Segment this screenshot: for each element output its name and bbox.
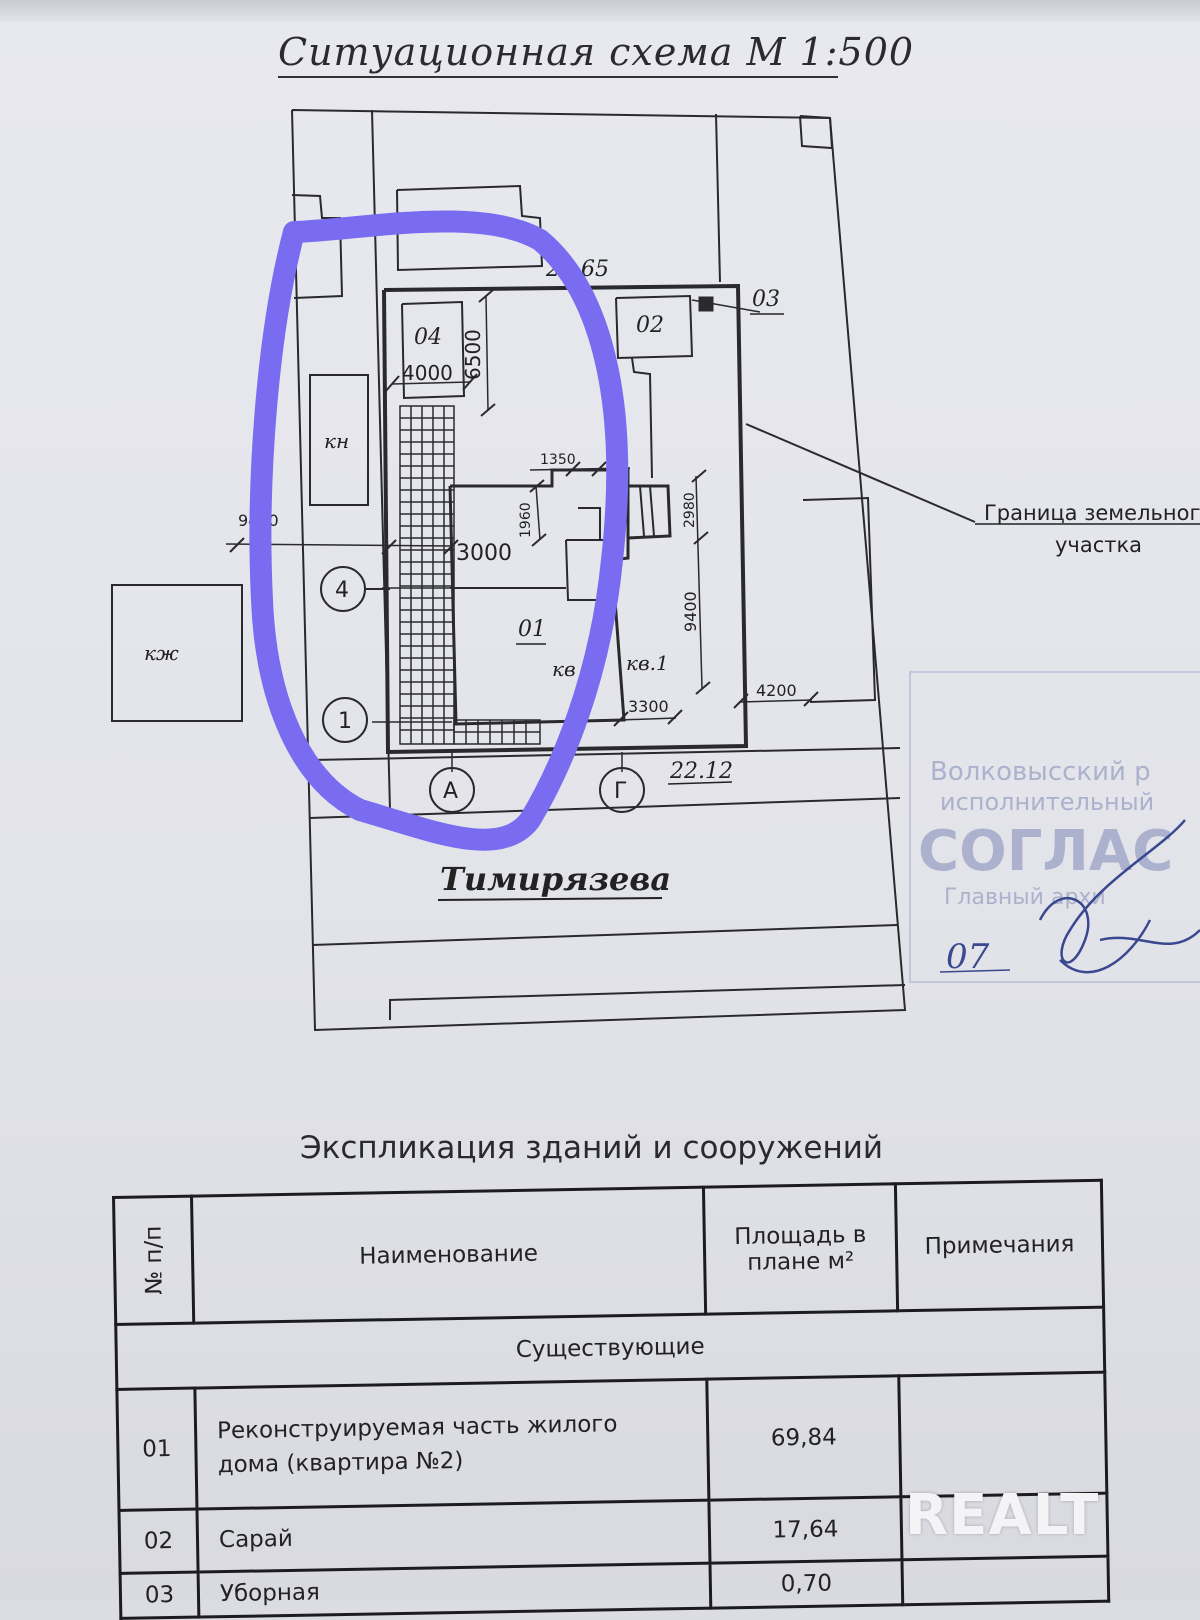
label-kv-partial: кв (552, 657, 576, 681)
axis-marker-a: А (443, 779, 458, 804)
row-name: Сарай (196, 1500, 710, 1573)
label-structure-kzh: кж (144, 641, 179, 665)
neighbor-building (396, 184, 544, 272)
main-plot-boundary (382, 283, 749, 755)
realt-watermark-logo: REALT (905, 1483, 1100, 1548)
row-area: 0,70 (709, 1559, 903, 1609)
street-line (311, 924, 899, 946)
stamp-line-1: Волковысский р (930, 757, 1151, 787)
axis-marker-a-circle (429, 767, 475, 813)
header-area-line1: Площадь в (734, 1221, 867, 1251)
dimension-lines (225, 295, 813, 772)
street-name: Тимирязева (440, 860, 671, 898)
structure-04 (401, 300, 466, 400)
structure-03 (698, 296, 714, 312)
dim-4200: 4200 (756, 681, 797, 700)
dimension-ticks (229, 289, 819, 727)
elevation-underline (667, 781, 733, 785)
signature-scribble (1038, 819, 1200, 974)
row-number: 03 (120, 1572, 199, 1619)
boundary-leader (745, 423, 976, 523)
dim-3000: 3000 (456, 541, 512, 566)
row-notes (898, 1372, 1107, 1497)
axis-marker-1-circle (322, 697, 368, 743)
dim-6500: 6500 (461, 329, 485, 380)
page-fold-shadow (0, 0, 1200, 22)
header-number: № п/п (113, 1196, 194, 1325)
curb-line (389, 984, 906, 1020)
row-number: 01 (116, 1388, 197, 1511)
row-name: Уборная (198, 1563, 711, 1618)
axis-marker-4: 4 (335, 578, 349, 603)
header-name: Наименование (191, 1187, 706, 1324)
structure-02 (615, 294, 694, 360)
label-structure-kn: кн (324, 429, 349, 453)
header-notes: Примечания (895, 1180, 1104, 1311)
house-01-annex (578, 507, 601, 540)
table-header-row: № п/п Наименование Площадь в плане м² Пр… (113, 1180, 1104, 1325)
stepped-outline (291, 194, 344, 299)
corner-box (799, 115, 834, 150)
row-notes (901, 1556, 1109, 1605)
label-kv1: кв.1 (626, 651, 669, 675)
row-name-line2: дома (квартира №2) (217, 1447, 464, 1479)
street-name-underline (437, 897, 663, 901)
row-area: 17,64 (708, 1496, 902, 1564)
label-structure-01: 01 (518, 617, 546, 642)
scheme-title: Ситуационная схема М 1:500 (278, 30, 913, 78)
axis-marker-g: Г (614, 779, 627, 804)
boundary-label-line1: Граница земельного (984, 501, 1200, 525)
plot-line (715, 113, 721, 283)
approval-stamp: Волковысский р исполнительный СОГЛАС Гла… (909, 671, 1200, 983)
house-01-step (627, 484, 672, 540)
row-number: 02 (118, 1509, 199, 1574)
right-plot (802, 496, 877, 703)
axis-marker-1: 1 (338, 709, 352, 734)
shed-connector (631, 357, 653, 479)
stamp-line-3: СОГЛАС (918, 819, 1173, 884)
label-structure-03: 03 (752, 287, 780, 312)
highlight-annotation-loop (249, 210, 629, 851)
stamp-line-4: Главный архи (944, 885, 1106, 910)
grid-line (311, 747, 901, 761)
axis-marker-g-circle (599, 767, 645, 813)
dim-2980: 2980 (682, 492, 698, 528)
structure-kn (309, 374, 369, 506)
label-structure-04: 04 (414, 325, 442, 350)
row-area: 69,84 (706, 1375, 901, 1501)
house-01-step-line (649, 485, 655, 537)
header-area: Площадь в плане м² (703, 1183, 898, 1315)
dim-9400-vertical: 9400 (681, 591, 700, 632)
structure-kzh (111, 584, 243, 722)
paving-grid (399, 405, 541, 745)
header-number-text: № п/п (140, 1225, 168, 1296)
dim-1960: 1960 (518, 502, 534, 538)
site-plan-drawing: 04 02 03 01 кн кж кв.1 кв 21.65 22.12 40… (111, 109, 1200, 1032)
elevation-bottom: 22.12 (669, 759, 733, 784)
dim-4000: 4000 (402, 361, 453, 385)
house-01 (448, 468, 630, 726)
header-area-line2: плане м² (747, 1248, 855, 1276)
house-01-step-line (639, 485, 645, 537)
explication-table: № п/п Наименование Площадь в плане м² Пр… (112, 1179, 1110, 1620)
dim-3300: 3300 (628, 697, 669, 716)
dim-1350: 1350 (540, 452, 576, 468)
neighbor-plot-outline (291, 109, 907, 1032)
explication-title: Экспликация зданий и сооружений (300, 1130, 884, 1166)
stamp-line-2: исполнительный (940, 788, 1154, 816)
row-name: Реконструируемая часть жилого дома (квар… (194, 1379, 709, 1510)
label-structure-02: 02 (636, 313, 664, 338)
boundary-label-line2: участка (1055, 533, 1142, 557)
